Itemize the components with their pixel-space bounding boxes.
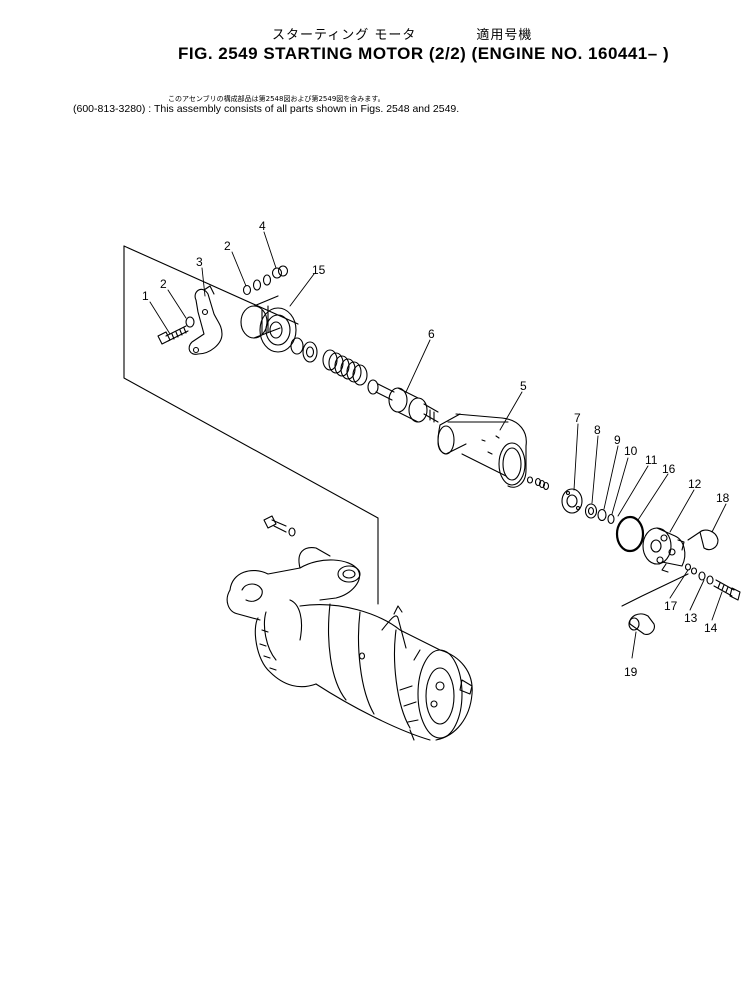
part-14-bolt xyxy=(713,579,741,601)
part-1-bolt xyxy=(157,325,189,345)
part-5-yoke-housing xyxy=(437,413,527,488)
callout-5: 5 xyxy=(520,379,527,393)
part-9-washer xyxy=(597,508,607,522)
callout-4: 4 xyxy=(259,219,266,233)
callout-13: 13 xyxy=(684,611,698,625)
callout-18: 18 xyxy=(716,491,730,505)
part-19-terminal-boot xyxy=(621,573,689,635)
figure-title: FIG. 2549 STARTING MOTOR (2/2) (ENGINE N… xyxy=(178,44,670,63)
callout-10: 10 xyxy=(624,444,638,458)
assembly-note: (600-813-3280) : This assembly consists … xyxy=(73,103,460,115)
part-12-rear-cover xyxy=(642,527,686,573)
part-16-o-ring xyxy=(615,515,645,553)
part-15-pinion-housing xyxy=(240,295,297,353)
part-7-brush-holder xyxy=(561,488,583,514)
part-3-shift-lever xyxy=(188,285,223,355)
part-8-washer xyxy=(584,503,598,519)
part-2-washer-left xyxy=(185,316,195,328)
assembled-starting-motor xyxy=(226,515,473,741)
callout-7: 7 xyxy=(574,411,581,425)
explosion-bracket-lines xyxy=(123,245,379,605)
japanese-title-part-name: スターティング モータ xyxy=(272,28,417,43)
callout-leader-lines xyxy=(149,231,727,659)
clutch-spring xyxy=(322,349,368,386)
callout-numbers: 1 2 3 2 4 15 6 5 7 8 9 10 11 16 12 18 17… xyxy=(142,219,730,679)
callout-12: 12 xyxy=(688,477,702,491)
callout-1: 1 xyxy=(142,289,149,303)
part-18-terminal-cap xyxy=(687,529,719,551)
callout-2-left: 2 xyxy=(160,277,167,291)
japanese-title-applicable-serial: 適用号機 xyxy=(476,28,533,43)
commutator-end-rings xyxy=(526,476,550,491)
part-13-washer xyxy=(698,571,714,585)
part-4-nut-set xyxy=(252,265,289,291)
callout-15: 15 xyxy=(312,263,326,277)
callout-11: 11 xyxy=(645,453,658,467)
part-17-washer xyxy=(684,563,698,575)
callout-6: 6 xyxy=(428,327,435,341)
part-6-armature-shaft xyxy=(367,379,439,423)
part-2-washer-upper xyxy=(242,284,252,296)
callout-19: 19 xyxy=(624,665,638,679)
callout-16: 16 xyxy=(662,462,676,476)
callout-2-upper: 2 xyxy=(224,239,231,253)
japanese-assembly-note: このアセンブリの構成部品は第2548図および第2549図を含みます。 xyxy=(168,95,385,103)
callout-14: 14 xyxy=(704,621,718,635)
pinion-ring-set xyxy=(290,337,318,363)
callout-8: 8 xyxy=(594,423,601,437)
part-10-washer xyxy=(607,513,615,525)
callout-3: 3 xyxy=(196,255,203,269)
callout-17: 17 xyxy=(664,599,678,613)
callout-9: 9 xyxy=(614,433,621,447)
japanese-title: スターティング モータ 適用号機 xyxy=(272,24,532,43)
